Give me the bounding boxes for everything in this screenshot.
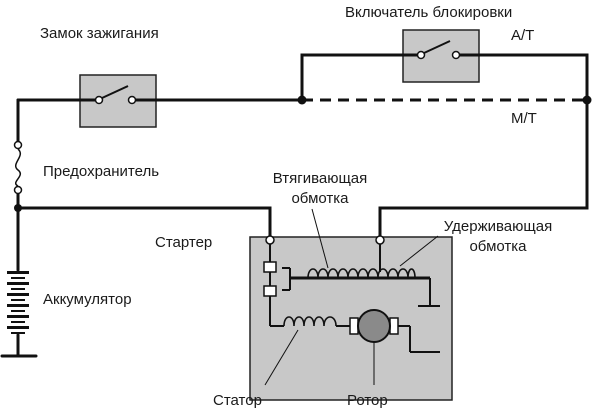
stator-coil	[283, 316, 337, 327]
inhibitor-switch-label: Включатель блокировки	[345, 4, 513, 21]
junction-dots	[14, 95, 592, 212]
wiring	[0, 53, 589, 358]
hold-in-coil	[367, 268, 416, 279]
hold-in-coil-label-line2: обмотка	[469, 238, 527, 255]
ignition-switch-contacts	[94, 85, 137, 105]
starter-label: Стартер	[155, 234, 213, 251]
main-contacts	[263, 261, 277, 297]
pull-in-coil	[307, 268, 369, 279]
rotor-label: Ротор	[347, 392, 388, 409]
mt-label: M/T	[511, 110, 537, 127]
stator-label: Статор	[213, 392, 262, 409]
leader-lines	[264, 208, 439, 386]
pull-in-coil-label-line2: обмотка	[291, 190, 349, 207]
ignition-switch-label: Замок зажигания	[40, 25, 159, 42]
starter-terminals	[265, 235, 385, 245]
battery-symbol	[7, 271, 29, 334]
fuse-symbol	[13, 140, 23, 195]
pull-in-coil-label-line1: Втягивающая	[272, 170, 368, 187]
battery-label: Аккумулятор	[43, 291, 132, 308]
at-label: A/T	[511, 27, 535, 44]
inhibitor-switch-contacts	[416, 40, 461, 60]
hold-in-coil-label-line1: Удерживающая	[443, 218, 553, 235]
fuse-label: Предохранитель	[43, 163, 160, 180]
